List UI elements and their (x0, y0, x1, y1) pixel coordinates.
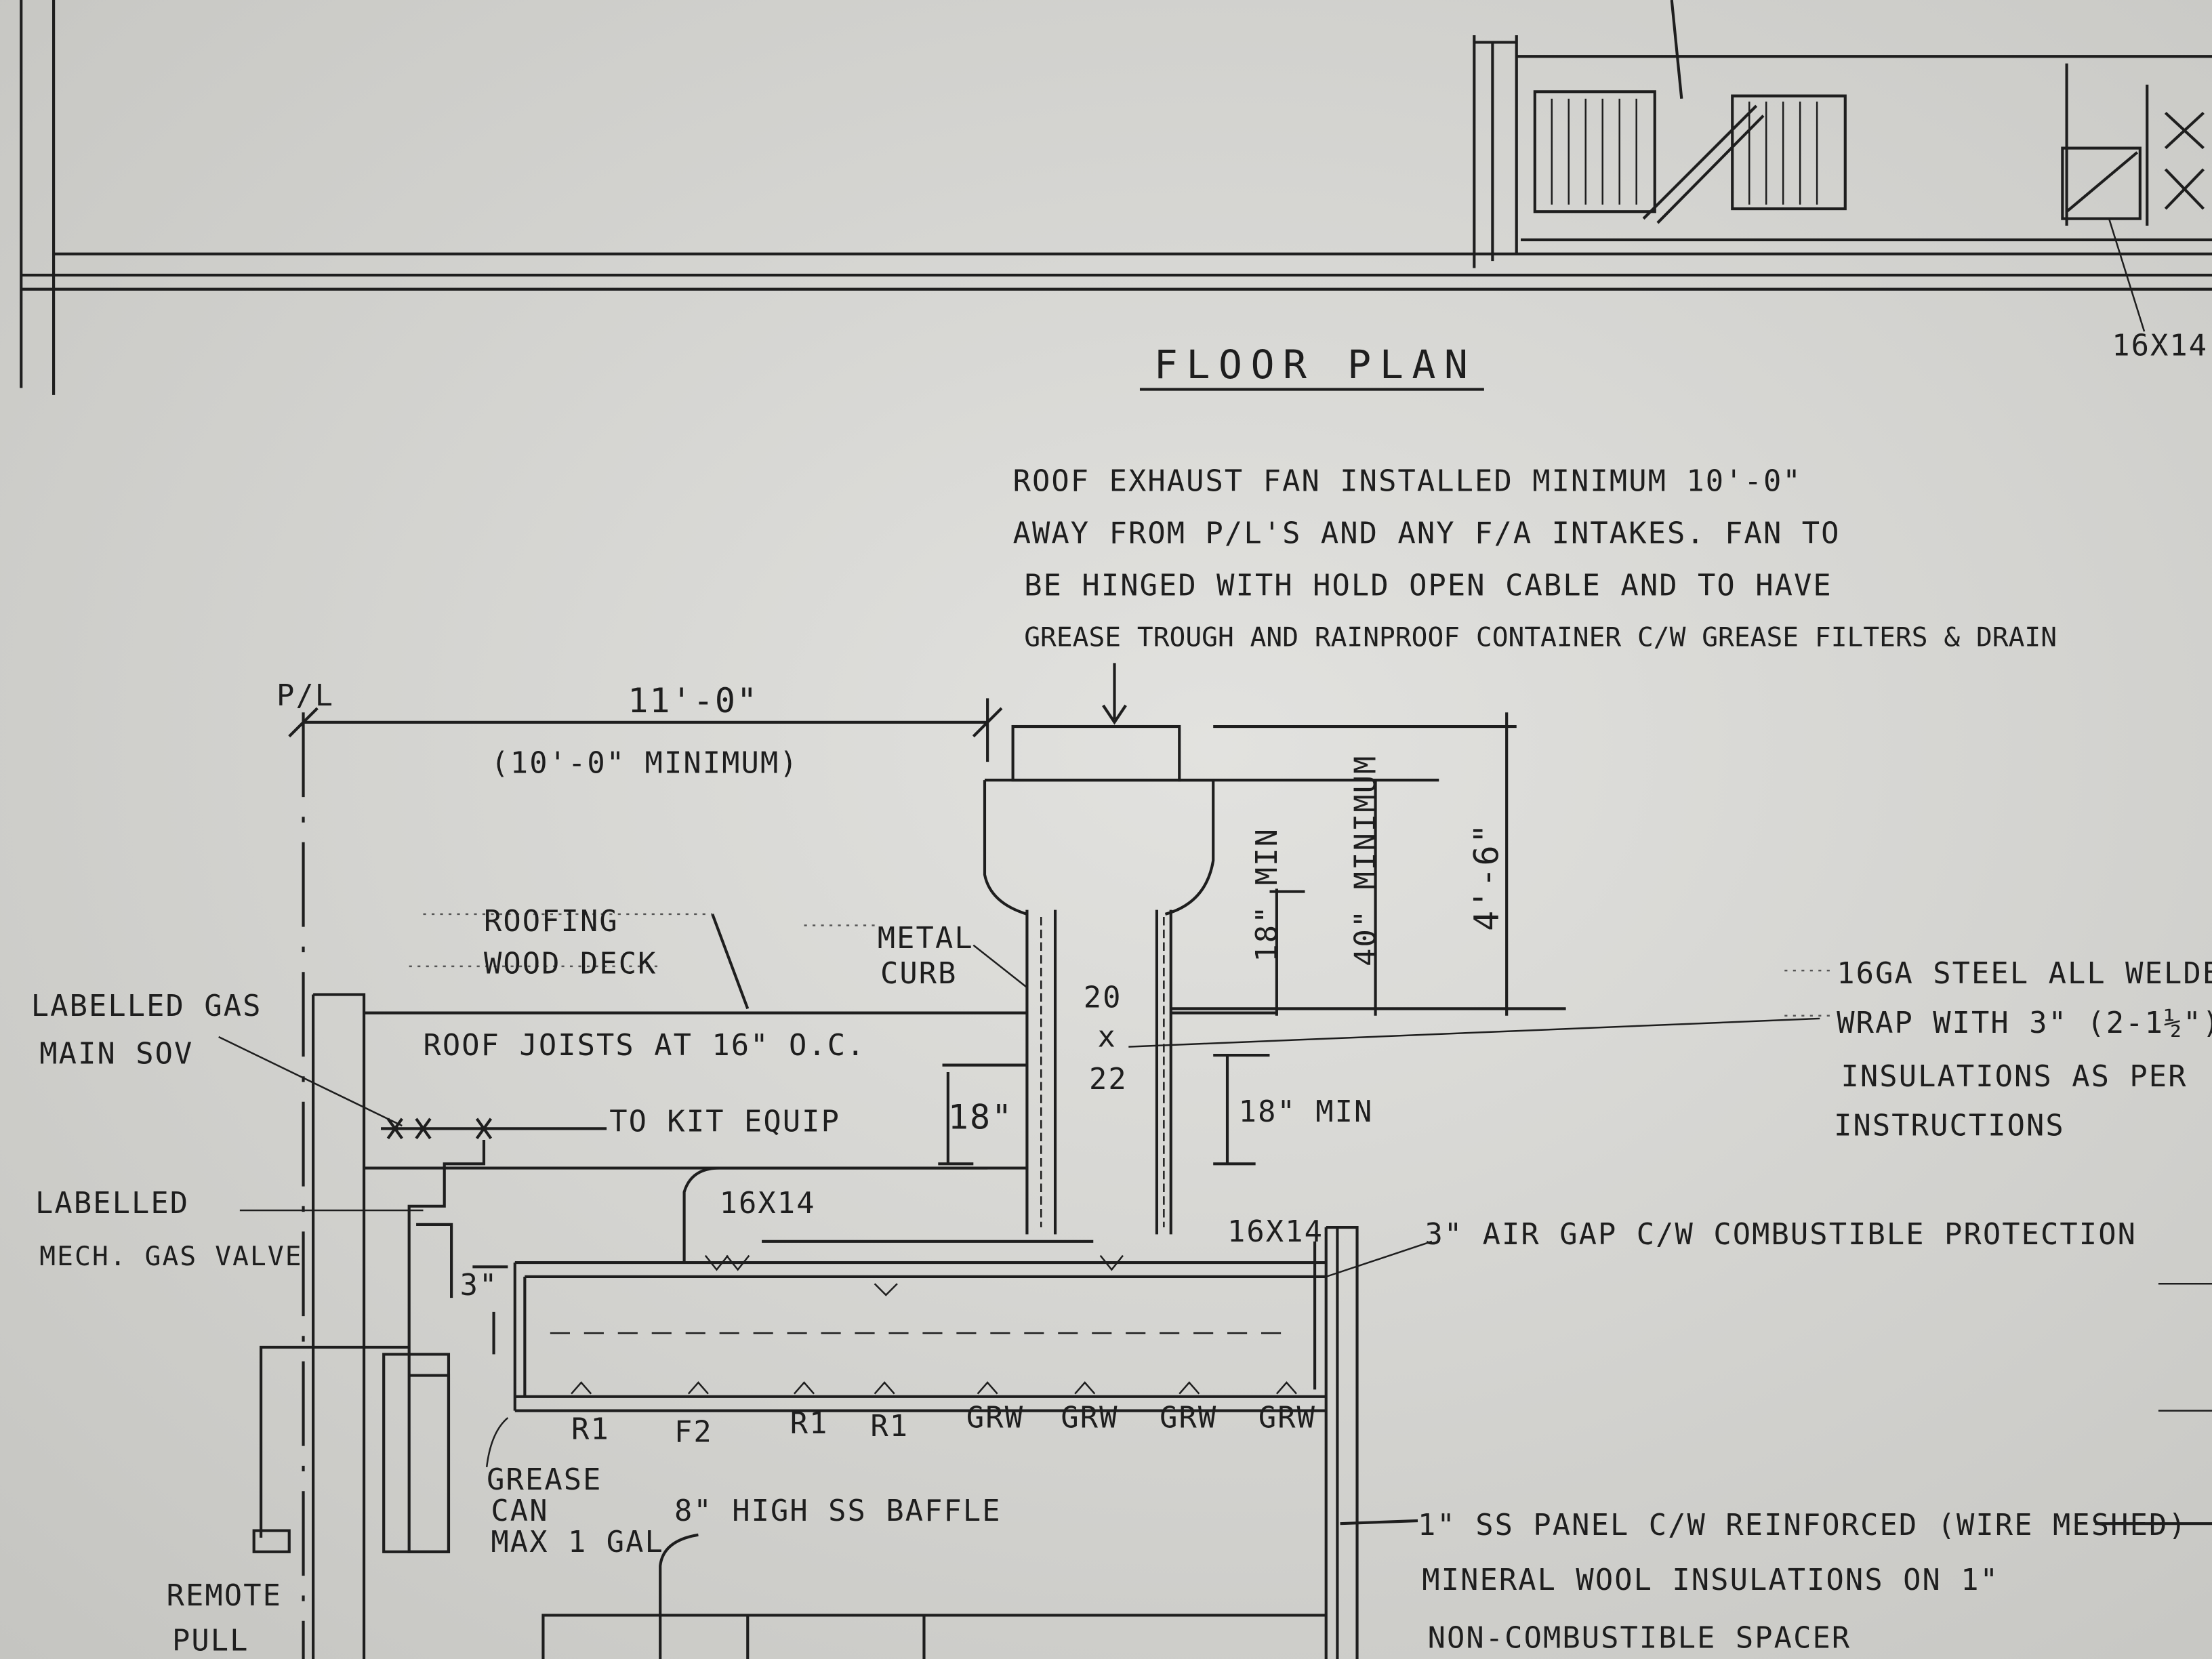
nozzle-label: GRW (1258, 1401, 1316, 1435)
exhaust-duct (1025, 909, 1172, 1235)
roof-structure (312, 993, 1277, 1659)
mech-gas-valve-label-2: MECH. GAS VALVE (39, 1241, 302, 1272)
wood-deck-label: WOOD DECK (484, 946, 657, 981)
svg-text:1" SS PANEL C/W REINFORCED (WI: 1" SS PANEL C/W REINFORCED (WIRE MESHED) (1418, 1508, 2188, 1542)
mech-gas-valve-label-1: LABELLED (35, 1186, 189, 1221)
curb-height-dimension: 18" MIN (1250, 827, 1284, 962)
svg-text:NON-COMBUSTIBLE SPACER: NON-COMBUSTIBLE SPACER (1428, 1620, 1851, 1655)
cooking-equipment (541, 1614, 1326, 1659)
grease-can-label-3: MAX 1 GAL (491, 1525, 664, 1559)
fan-overall-height: 4'-6" (1467, 822, 1507, 931)
steel-note-leader (1128, 1017, 1820, 1048)
nozzle-label: R1 (790, 1406, 829, 1441)
gas-main-label-2: MAIN SOV (39, 1037, 193, 1071)
remote-pull-cable (252, 1345, 409, 1553)
nozzle-label: R1 (571, 1412, 610, 1446)
drawing-title: FLOOR PLAN (1154, 342, 1477, 388)
clearance-3in-label: 3" (460, 1268, 499, 1303)
note-arrow (1102, 663, 1127, 725)
nozzle-label: R1 (870, 1409, 909, 1443)
nozzle-label: GRW (966, 1401, 1024, 1435)
air-gap-note: 3" AIR GAP C/W COMBUSTIBLE PROTECTION (1425, 1217, 2137, 1252)
roof-joists-label: ROOF JOISTS AT 16" O.C. (423, 1028, 865, 1063)
setback-dimension: 11'-0" (628, 681, 758, 720)
svg-text:AWAY FROM P/L'S AND ANY F/A IN: AWAY FROM P/L'S AND ANY F/A INTAKES. FAN… (1013, 516, 1841, 550)
joist-clearance-dimension: 18" (948, 1097, 1013, 1136)
remote-pull-label-1: REMOTE (167, 1578, 282, 1613)
svg-text:INSTRUCTIONS: INSTRUCTIONS (1834, 1109, 2065, 1143)
grease-can-label-1: GREASE (487, 1462, 602, 1497)
duct-clearance-dimension: 18" MIN (1239, 1094, 1374, 1129)
property-line-label: P/L (276, 678, 334, 713)
duct-size-top: 20 (1084, 980, 1122, 1015)
nozzle-label: F2 (674, 1414, 713, 1449)
duct-size-label-top: 16X14 (2112, 329, 2208, 363)
upper-plan-section: 16X14 (20, 0, 2212, 395)
gas-main-leader (218, 1036, 403, 1127)
metal-curb-label-2: CURB (880, 956, 958, 991)
duct-size-bottom: 22 (1089, 1062, 1128, 1097)
nozzle-labels: R1 F2 R1 R1 GRW GRW GRW GRW (571, 1401, 1316, 1450)
duct-size-label-right: 16X14 (1227, 1214, 1324, 1249)
metal-curb-label-1: METAL (878, 921, 974, 956)
remote-pull-label-2: PULL (172, 1624, 249, 1658)
fan-height-minimum: 40" MINIMUM (1349, 755, 1383, 966)
svg-text:GREASE TROUGH AND RAINPROOF CO: GREASE TROUGH AND RAINPROOF CONTAINER C/… (1024, 621, 2057, 653)
baffle-label: 8" HIGH SS BAFFLE (674, 1494, 1002, 1528)
panel-note: 1" SS PANEL C/W REINFORCED (WIRE MESHED)… (1418, 1508, 2188, 1656)
roofing-label: ROOFING (484, 904, 619, 939)
exhaust-fan-note: ROOF EXHAUST FAN INSTALLED MINIMUM 10'-0… (1013, 464, 2057, 653)
svg-text:INSULATIONS AS PER: INSULATIONS AS PER (1841, 1059, 2188, 1094)
duct-size-label-left: 16X14 (720, 1186, 816, 1221)
to-kitchen-equipment-label: TO KIT EQUIP (609, 1104, 840, 1139)
nozzle-label: GRW (1061, 1401, 1118, 1435)
svg-text:MINERAL WOOL INSULATIONS ON 1": MINERAL WOOL INSULATIONS ON 1" (1422, 1563, 1999, 1597)
svg-text:ROOF EXHAUST FAN INSTALLED MIN: ROOF EXHAUST FAN INSTALLED MINIMUM 10'-0… (1013, 464, 1802, 498)
duct-size-x: x (1098, 1020, 1117, 1054)
steel-duct-note: 16GA STEEL ALL WELDED WRAP WITH 3" (2-1½… (1834, 956, 2212, 1143)
gas-main-label-1: LABELLED GAS (31, 989, 262, 1023)
grease-can (382, 1353, 451, 1553)
svg-text:WRAP WITH 3" (2-1½"): WRAP WITH 3" (2-1½") (1837, 1006, 2212, 1040)
exhaust-fan (983, 724, 1215, 916)
svg-text:16GA STEEL ALL WELDED: 16GA STEEL ALL WELDED (1837, 956, 2212, 991)
kitchen-hood (513, 1166, 1359, 1659)
svg-text:BE HINGED WITH HOLD OPEN CABLE: BE HINGED WITH HOLD OPEN CABLE AND TO HA… (1024, 568, 1832, 602)
grease-can-label-2: CAN (491, 1494, 548, 1528)
nozzle-label: GRW (1160, 1401, 1217, 1435)
setback-minimum: (10'-0" MINIMUM) (491, 746, 798, 781)
